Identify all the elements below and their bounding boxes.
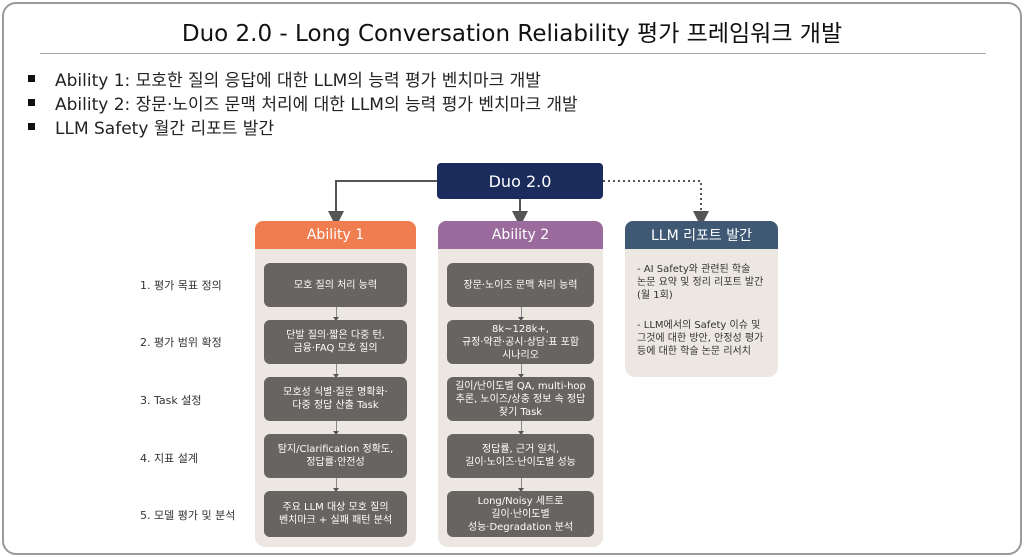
arrow-icon <box>517 478 524 492</box>
bullet-item: LLM Safety 월간 리포트 발간 <box>28 114 578 139</box>
ability1-header: Ability 1 <box>255 221 416 249</box>
connector-report <box>603 180 709 227</box>
bullet-list: Ability 1: 모호한 질의 응답에 대한 LLM의 능력 평가 벤치마크… <box>28 66 578 139</box>
ability2-body: 장문·노이즈 문맥 처리 능력 8k~128k+, 규정·약관·공시·상담·표 … <box>438 249 603 547</box>
step-box: 탐지/Clarification 정확도, 정답률·안전성 <box>264 434 407 478</box>
row-label: 4. 지표 설계 <box>140 452 198 465</box>
step-box: 길이/난이도별 QA, multi-hop 추론, 노이즈/상충 정보 속 정답… <box>447 377 594 421</box>
arrow-icon <box>517 307 524 321</box>
arrow-icon <box>517 421 524 435</box>
arrow-icon <box>332 307 339 321</box>
bullet-text: LLM Safety 월간 리포트 발간 <box>55 118 275 139</box>
divider <box>40 53 986 54</box>
row-label: 1. 평가 목표 정의 <box>140 279 222 292</box>
step-box: 단발 질의·짧은 다중 턴, 금융·FAQ 모호 질의 <box>264 320 407 364</box>
connector-ability1 <box>328 180 437 227</box>
arrow-icon <box>517 364 524 378</box>
report-item: - LLM에서의 Safety 이슈 및 그것에 대한 방안, 안정성 평가 등… <box>637 320 764 357</box>
page-title: Duo 2.0 - Long Conversation Reliability … <box>181 21 843 47</box>
report-body: - AI Safety와 관련된 학술 논문 요약 및 정리 리포트 발간 (월… <box>625 249 778 377</box>
bullet-item: Ability 2: 장문·노이즈 문맥 처리에 대한 LLM의 능력 평가 벤… <box>28 90 578 115</box>
step-box: 8k~128k+, 규정·약관·공시·상담·표 포함 시나리오 <box>447 320 594 364</box>
step-box: Long/Noisy 세트로 길이·난이도별 성능·Degradation 분석 <box>447 491 594 537</box>
bullet-icon <box>28 74 35 82</box>
root-node: Duo 2.0 <box>437 163 603 199</box>
bullet-icon <box>28 122 35 130</box>
ability2-header: Ability 2 <box>438 221 603 249</box>
report-item: - AI Safety와 관련된 학술 논문 요약 및 정리 리포트 발간 (월… <box>637 264 764 301</box>
bullet-text: Ability 1: 모호한 질의 응답에 대한 LLM의 능력 평가 벤치마크… <box>55 70 541 91</box>
row-label: 5. 모델 평가 및 분석 <box>140 509 236 522</box>
row-label: 3. Task 설정 <box>140 394 202 407</box>
step-box: 주요 LLM 대상 모호 질의 벤치마크 + 실패 패턴 분석 <box>264 491 407 537</box>
ability1-body: 모호 질의 처리 능력 단발 질의·짧은 다중 턴, 금융·FAQ 모호 질의 … <box>255 249 416 547</box>
ability1-column: Ability 1 모호 질의 처리 능력 단발 질의·짧은 다중 턴, 금융·… <box>255 221 416 547</box>
bullet-icon <box>28 98 35 106</box>
step-box: 정답률, 근거 일치, 길이·노이즈·난이도별 성능 <box>447 434 594 478</box>
arrow-icon <box>332 364 339 378</box>
report-column: LLM 리포트 발간 - AI Safety와 관련된 학술 논문 요약 및 정… <box>625 221 778 377</box>
bullet-item: Ability 1: 모호한 질의 응답에 대한 LLM의 능력 평가 벤치마크… <box>28 66 578 91</box>
bullet-text: Ability 2: 장문·노이즈 문맥 처리에 대한 LLM의 능력 평가 벤… <box>55 94 578 115</box>
report-header: LLM 리포트 발간 <box>625 221 778 249</box>
step-box: 모호성 식별·질문 명확화· 다중 정답 산출 Task <box>264 377 407 421</box>
row-label: 2. 평가 범위 확정 <box>140 336 222 349</box>
step-box: 모호 질의 처리 능력 <box>264 263 407 307</box>
arrow-icon <box>332 421 339 435</box>
step-box: 장문·노이즈 문맥 처리 능력 <box>447 263 594 307</box>
arrow-icon <box>332 478 339 492</box>
ability2-column: Ability 2 장문·노이즈 문맥 처리 능력 8k~128k+, 규정·약… <box>438 221 603 547</box>
